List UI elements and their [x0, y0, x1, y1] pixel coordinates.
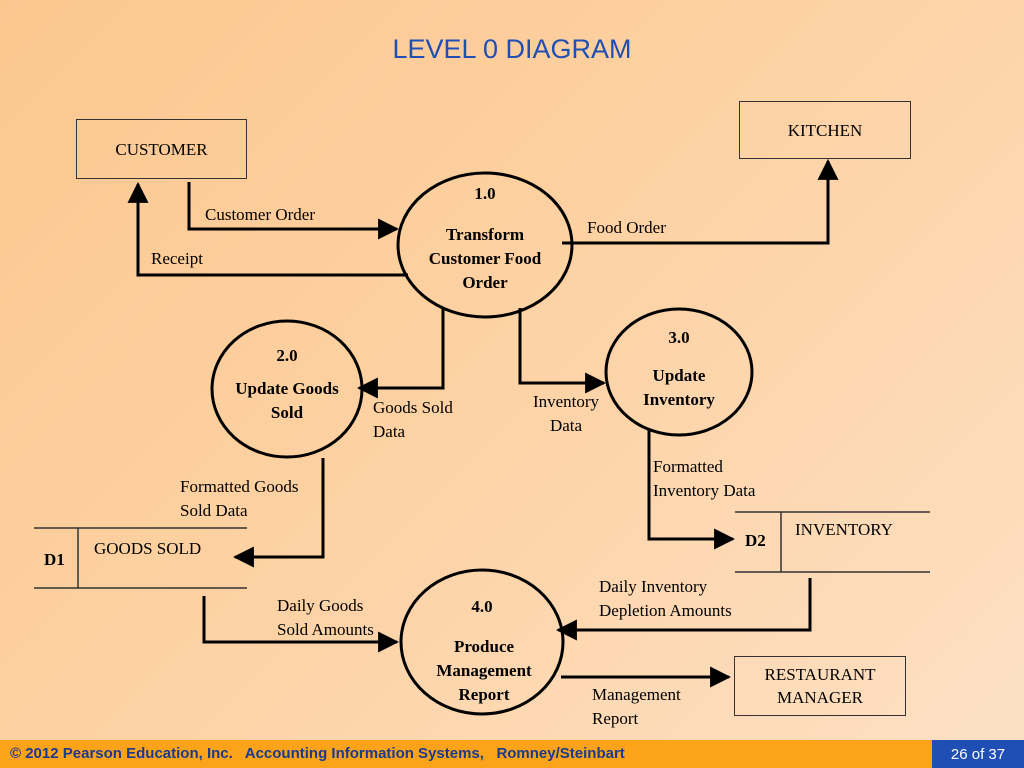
flow-formatted-inventory	[647, 428, 736, 550]
label-goods-sold-data: Goods Sold Data	[373, 398, 453, 441]
store-d2-lines	[735, 511, 930, 573]
label-inventory-data: Inventory Data	[532, 392, 600, 435]
label-daily-inventory-depletion: Daily Inventory Depletion Amounts	[599, 577, 732, 620]
process-3-number: 3.0	[668, 328, 690, 347]
entity-customer: CUSTOMER	[76, 119, 247, 179]
store-d1-id: D1	[44, 550, 65, 569]
process-3-circle	[604, 307, 754, 437]
flow-formatted-goods-sold	[232, 458, 325, 568]
flow-inventory-data	[518, 308, 607, 394]
label-daily-goods-sold-amounts: Daily Goods Sold Amounts	[277, 596, 374, 639]
flow-goods-sold-data	[356, 308, 445, 399]
flow-food-order	[562, 158, 839, 245]
label-food-order: Food Order	[587, 218, 666, 237]
process-2-name: Update Goods Sold	[235, 379, 339, 422]
flow-receipt	[127, 181, 408, 277]
process-4-name: Produce Management Report	[436, 637, 532, 704]
footer-bar: © 2012 Pearson Education, Inc. Accountin…	[0, 740, 1024, 768]
process-1-circle	[396, 171, 574, 319]
store-d2-name: INVENTORY	[795, 520, 893, 539]
label-formatted-inventory-data: Formatted Inventory Data	[653, 457, 756, 500]
slide-background	[0, 0, 1024, 740]
entity-kitchen: KITCHEN	[739, 101, 911, 159]
process-1-number: 1.0	[474, 184, 496, 203]
page-counter: 26 of 37	[932, 740, 1024, 768]
store-d1-name: GOODS SOLD	[94, 539, 202, 558]
process-4-circle	[399, 568, 565, 716]
store-d1-lines	[34, 527, 247, 589]
slide-title: LEVEL 0 DIAGRAM	[392, 34, 632, 64]
label-receipt: Receipt	[151, 249, 203, 268]
flow-daily-goods-sold	[202, 596, 400, 653]
process-3-name: Update Inventory	[643, 366, 715, 409]
process-4-number: 4.0	[471, 597, 493, 616]
entity-restaurant-manager: RESTAURANT MANAGER	[734, 656, 906, 716]
label-formatted-goods-sold-data: Formatted Goods Sold Data	[180, 477, 299, 520]
process-2-number: 2.0	[276, 346, 298, 365]
label-customer-order: Customer Order	[205, 205, 316, 224]
footer-copyright: © 2012 Pearson Education, Inc. Accountin…	[10, 745, 625, 762]
process-1-name: Transform Customer Food Order	[428, 225, 542, 292]
flow-customer-order	[187, 182, 400, 240]
flow-daily-inventory-depletion	[555, 578, 812, 641]
store-d2-id: D2	[745, 531, 766, 550]
diagram-lines	[34, 158, 930, 716]
label-management-report: Management Report	[592, 685, 681, 728]
